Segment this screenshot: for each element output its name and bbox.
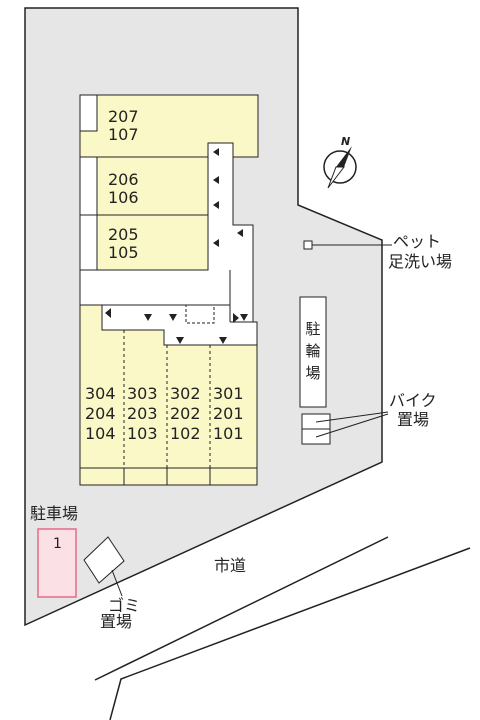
unit-label: 301 (213, 384, 244, 403)
entrance-arrows (105, 148, 248, 344)
stair-box (79, 156, 98, 216)
unit-block-205-105 (79, 214, 209, 271)
road-edge (94, 536, 389, 681)
unit-label: 201 (213, 404, 244, 423)
bicycle-parking-label: 駐輪場 (305, 320, 321, 382)
pet-wash-label-line2: 足洗い場 (388, 252, 453, 271)
stair-box (79, 94, 98, 132)
unit-label: 303 (127, 384, 158, 403)
pet-wash-marker (303, 240, 313, 250)
unit-label: 203 (127, 404, 158, 423)
unit-block-206-106 (79, 156, 209, 216)
garbage-area (83, 536, 125, 584)
unit-label: 206 (108, 170, 139, 189)
city-road-label: 市道 (214, 556, 247, 575)
unit-label: 202 (170, 404, 201, 423)
unit-label: 304 (85, 384, 116, 403)
garbage-label-line2: 置場 (100, 612, 133, 631)
unit-label: 107 (108, 125, 139, 144)
parking-space-1 (37, 528, 77, 598)
road-edge (109, 547, 471, 720)
unit-label: 106 (108, 188, 139, 207)
dashed-area (185, 304, 215, 324)
unit-label: 302 (170, 384, 201, 403)
bike-parking-label-line1: バイク (389, 391, 437, 410)
unit-label: 101 (213, 424, 244, 443)
garbage-label-line1: ゴミ (108, 596, 141, 615)
unit-label: 104 (85, 424, 116, 443)
unit-label: 102 (170, 424, 201, 443)
unit-label: 103 (127, 424, 158, 443)
unit-label: 204 (85, 404, 116, 423)
unit-label: 207 (108, 107, 139, 126)
parking-space-number: 1 (53, 536, 62, 552)
unit-label: 105 (108, 243, 139, 262)
unit-label: 205 (108, 225, 139, 244)
bike-parking-label-line2: 置場 (397, 410, 430, 429)
pet-wash-label-line1: ペット (393, 232, 442, 251)
stair-box (79, 214, 98, 271)
car-parking-label: 駐車場 (30, 504, 79, 523)
bicycle-parking-area (299, 296, 327, 408)
north-compass-icon (323, 146, 357, 189)
north-mark-label: N (341, 135, 351, 148)
